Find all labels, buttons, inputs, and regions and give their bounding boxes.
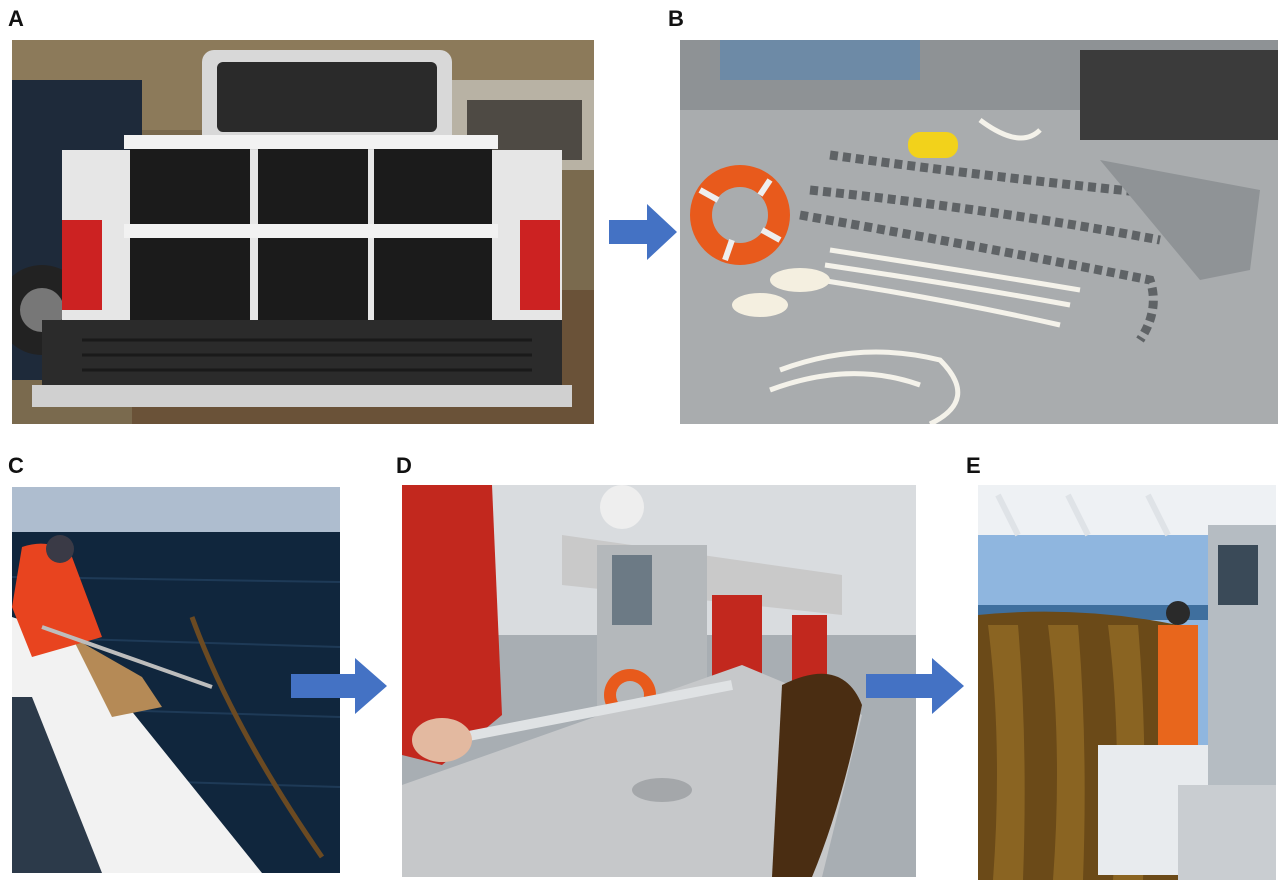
arrow-a-to-b (609, 204, 677, 260)
arrow-d-to-e (866, 658, 964, 714)
panel-label-e: E (966, 453, 981, 478)
panel-label-d: D (396, 453, 412, 478)
arrow-c-to-d (291, 658, 387, 714)
photo-b-boat-deck-gear (680, 40, 1278, 424)
photo-d-work-boat-with-kelp (402, 485, 916, 877)
panel-label-a: A (8, 6, 24, 31)
panel-label-b: B (668, 6, 684, 31)
photo-a-truck-bed-with-bins (12, 40, 594, 424)
photo-c-hauling-line-at-sea (12, 487, 340, 873)
photo-e-harvested-kelp-on-deck (978, 485, 1276, 880)
panel-label-c: C (8, 453, 24, 478)
